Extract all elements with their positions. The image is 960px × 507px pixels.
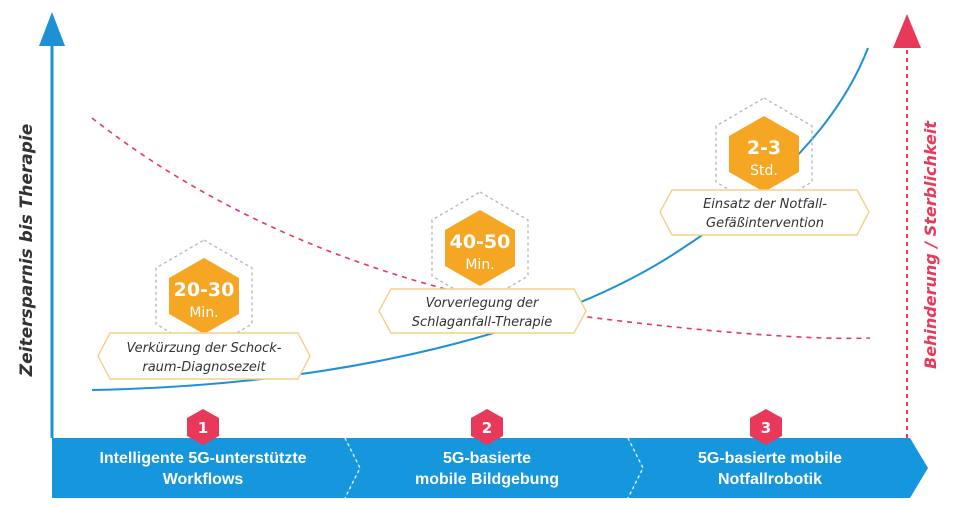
stage-1-hex-outline (155, 239, 253, 353)
stage-3-time-value: 2-3 (747, 137, 781, 159)
stage-1-banner-line1: Intelligente 5G-unterstützte (99, 450, 306, 467)
stage-2-description-line1: Vorverlegung der (426, 296, 540, 311)
stage-2-banner-line1: 5G-basierte (443, 450, 531, 467)
step-2-badge (471, 409, 503, 445)
right-axis-arrow-icon (893, 14, 921, 48)
stage-2-time-badge (445, 210, 515, 286)
right-axis-label: Behinderung / Sterblichkeit (921, 120, 940, 369)
stage-3-description-line1: Einsatz der Notfall- (703, 197, 827, 212)
left-axis-arrow-icon (39, 12, 65, 46)
stage-1-description-line1: Verkürzung der Schock- (127, 341, 282, 356)
stage-2-banner-line2: mobile Bildgebung (415, 471, 559, 488)
stage-2-description-box (378, 288, 587, 334)
step-3-badge (750, 409, 782, 445)
banner-divider-1 (344, 437, 361, 499)
stage-1-time-value: 20-30 (174, 279, 235, 301)
step-1-badge (187, 409, 219, 445)
stage-3-banner-line2: Notfallrobotik (718, 471, 822, 488)
stage-2-hex-outline (431, 191, 529, 305)
step-1-number: 1 (198, 419, 208, 437)
stage-2-time-unit: Min. (465, 257, 494, 273)
stage-1-time-unit: Min. (189, 305, 218, 321)
left-axis-label: Zeitersparnis bis Therapie (17, 124, 37, 377)
stage-1-banner-line2: Workflows (163, 471, 244, 488)
stage-3-description-box (659, 189, 870, 236)
stage-2-time-value: 40-50 (450, 231, 511, 253)
stage-3-time-badge (729, 116, 799, 192)
stage-banner-3 (628, 438, 928, 498)
stage-1-time-badge (169, 258, 239, 334)
stage-3-description-line2: Gefäßintervention (706, 216, 824, 231)
stage-3-hex-outline (715, 97, 813, 211)
step-3-number: 3 (761, 419, 771, 437)
stage-1-description-line2: raum-Diagnosezeit (142, 360, 266, 375)
stage-banner-1 (52, 438, 360, 498)
banner-divider-2 (627, 437, 644, 499)
step-2-number: 2 (482, 419, 492, 437)
stage-banner-2 (345, 438, 643, 498)
stage-3-banner-line1: 5G-basierte mobile (698, 450, 842, 467)
stage-1-description-box (97, 332, 311, 380)
stage-2-description-line2: Schlaganfall-Therapie (412, 315, 553, 330)
stage-3-time-unit: Std. (750, 163, 778, 179)
